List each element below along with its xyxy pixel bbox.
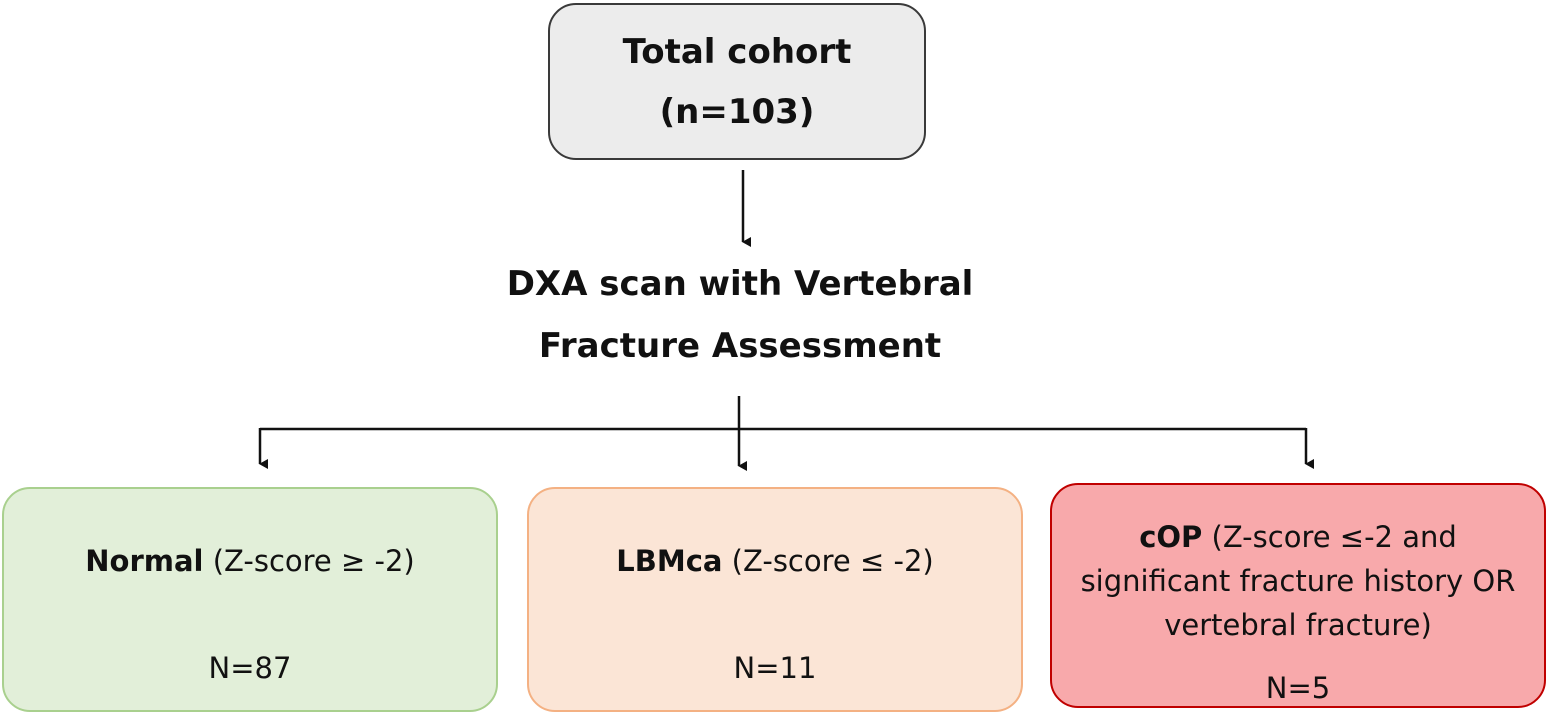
lbmca-group-box: LBMca (Z-score ≤ -2) N=11: [527, 487, 1023, 712]
lbmca-group-description: LBMca (Z-score ≤ -2): [616, 539, 933, 583]
dxa-scan-line1: DXA scan with Vertebral: [506, 264, 974, 304]
cop-group-title: cOP: [1139, 520, 1203, 554]
dxa-scan-label: DXA scan with Vertebral Fracture Assessm…: [440, 253, 1040, 377]
dxa-scan-line2: Fracture Assessment: [538, 326, 942, 366]
total-cohort-box: Total cohort (n=103): [548, 3, 926, 160]
normal-group-criteria: (Z-score ≥ -2): [203, 544, 415, 578]
cop-group-description: cOP (Z-score ≤-2 and significant fractur…: [1081, 515, 1516, 647]
cop-group-box: cOP (Z-score ≤-2 and significant fractur…: [1050, 483, 1546, 708]
cop-group-criteria: (Z-score ≤-2 and: [1202, 520, 1457, 554]
cop-group-count: N=5: [1265, 671, 1331, 705]
total-cohort-count: (n=103): [659, 91, 815, 132]
lbmca-group-title: LBMca: [616, 544, 723, 578]
cop-group-criteria-line3: vertebral fracture): [1164, 608, 1432, 642]
normal-group-title: Normal: [85, 544, 204, 578]
total-cohort-title: Total cohort: [622, 31, 852, 72]
lbmca-group-count: N=11: [733, 651, 817, 685]
normal-group-box: Normal (Z-score ≥ -2) N=87: [2, 487, 498, 712]
normal-group-description: Normal (Z-score ≥ -2): [85, 539, 414, 583]
normal-group-count: N=87: [208, 651, 292, 685]
lbmca-group-criteria: (Z-score ≤ -2): [722, 544, 934, 578]
cop-group-criteria-line2: significant fracture history OR: [1080, 564, 1516, 598]
